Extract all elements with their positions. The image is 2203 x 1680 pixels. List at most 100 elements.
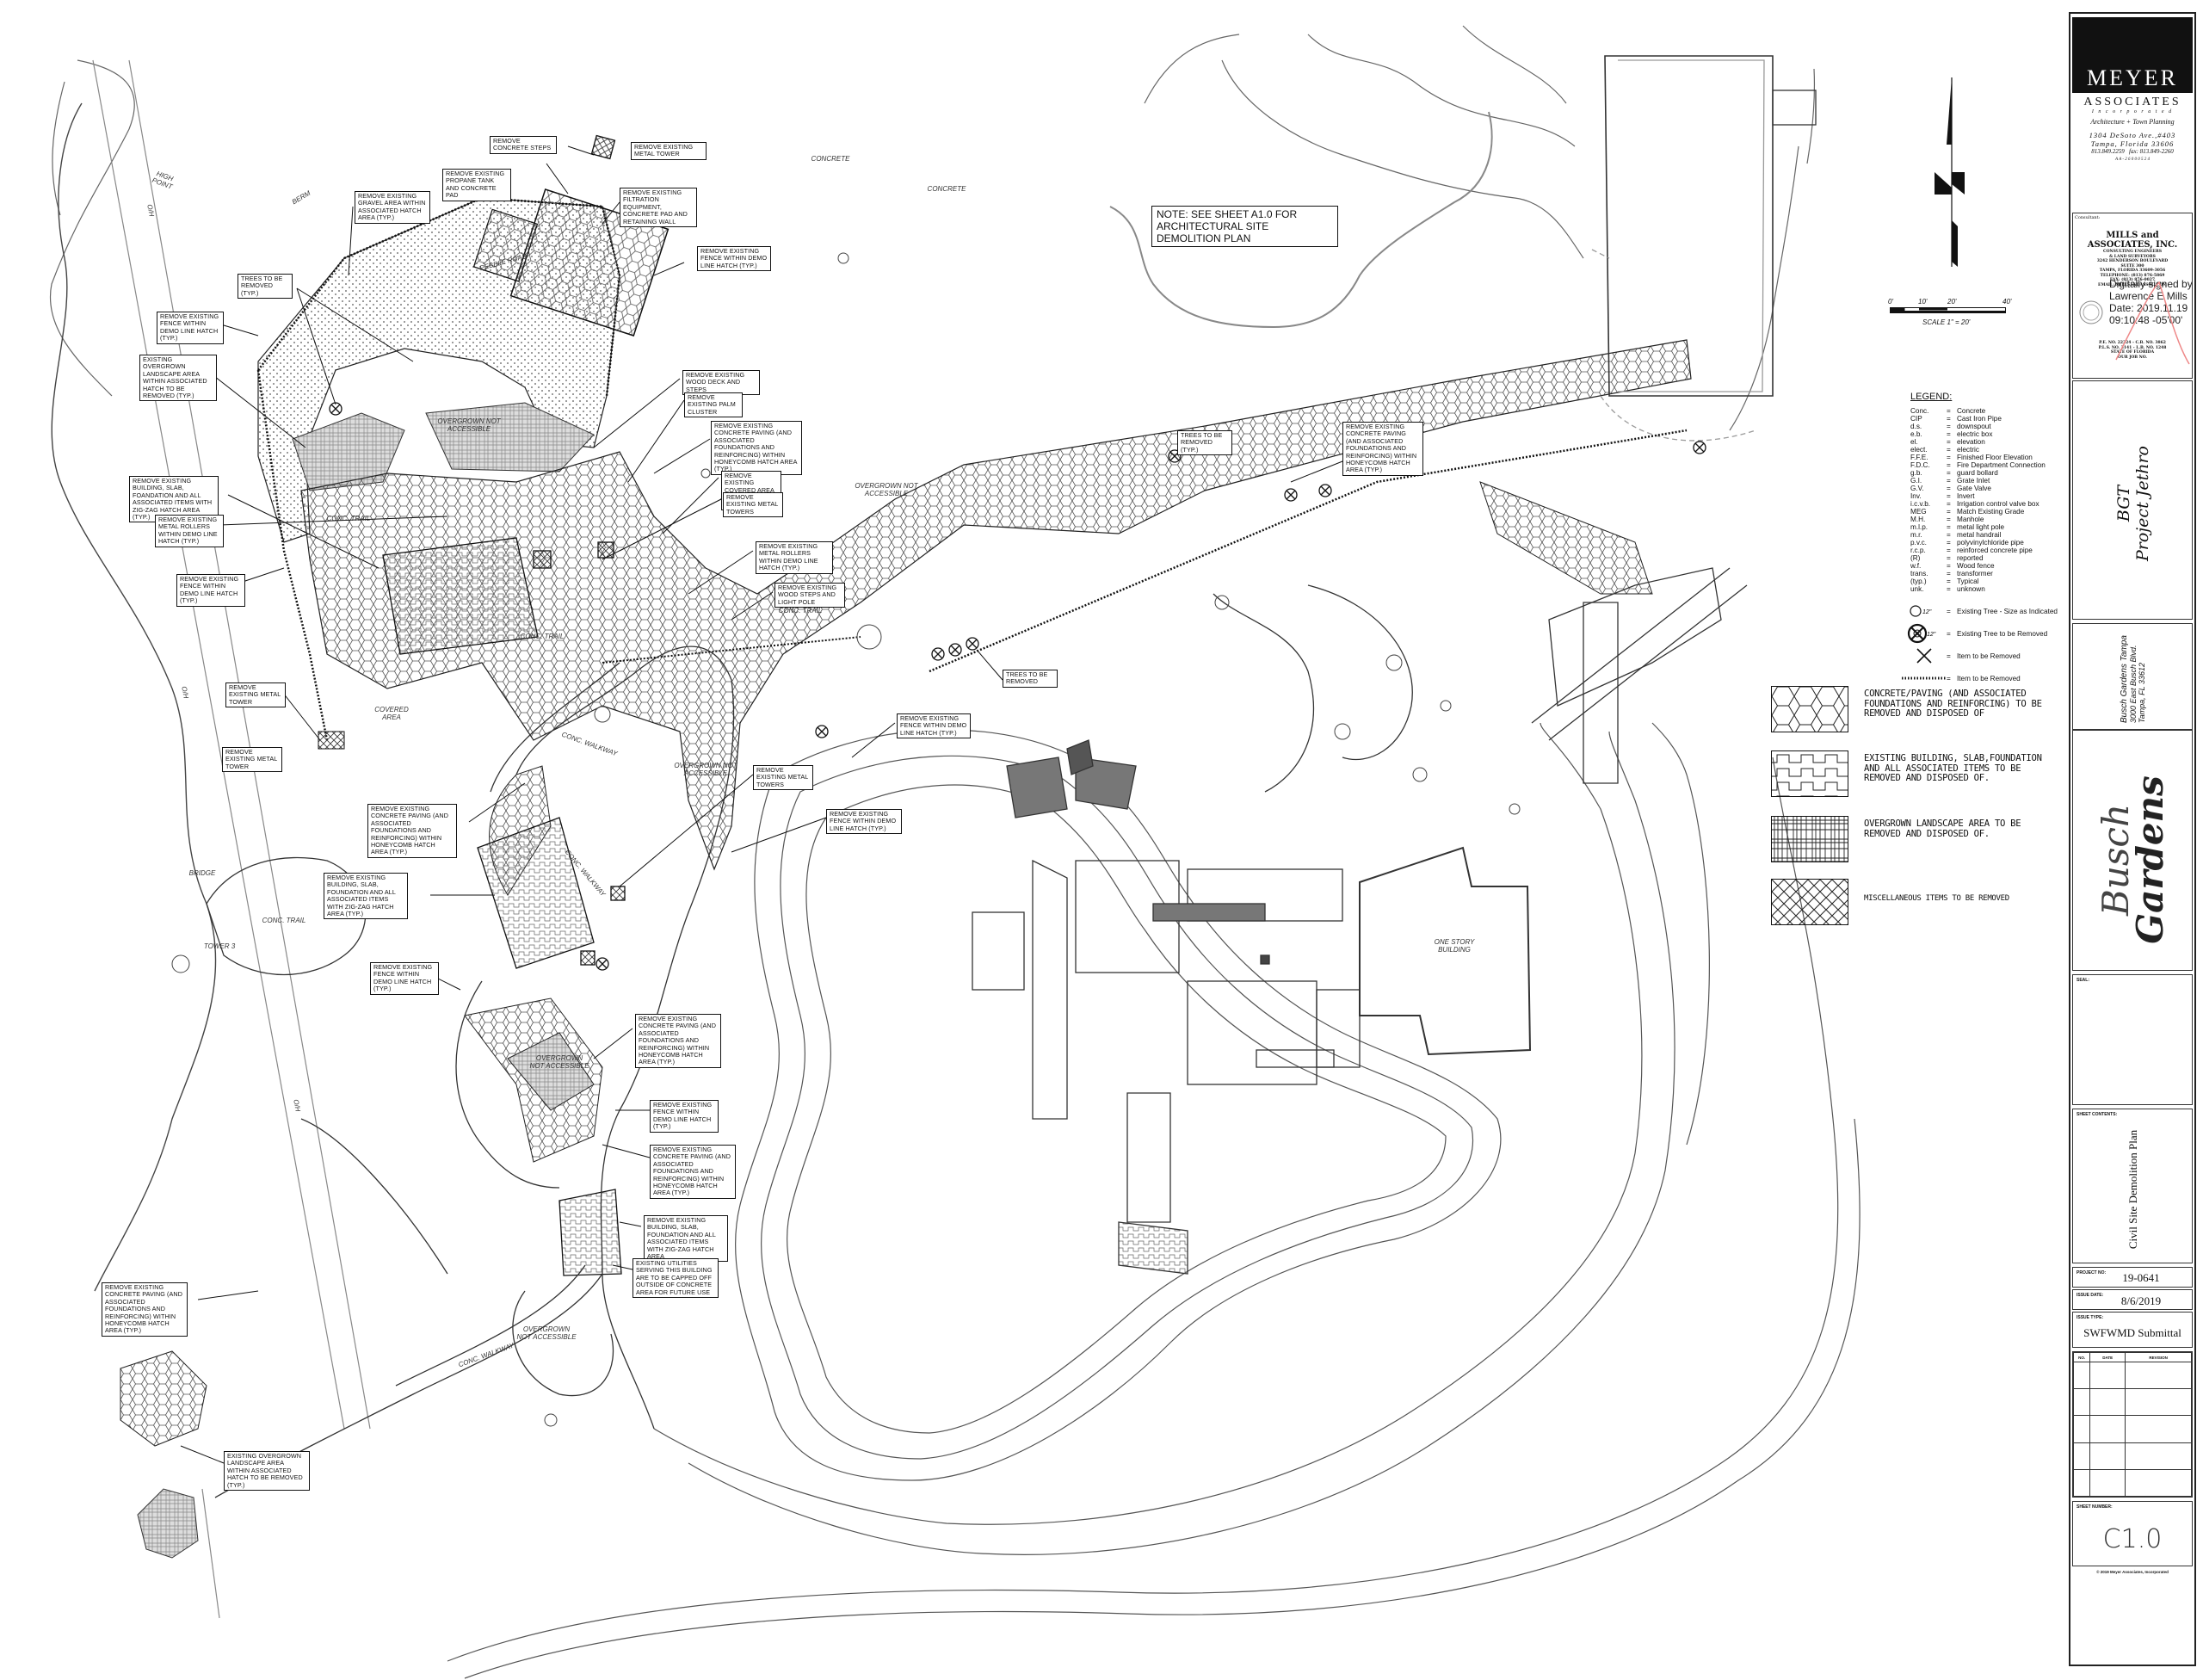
area-label: CONCRETE <box>927 185 966 193</box>
demolition-callout: REMOVE EXISTING WOOD DECK AND STEPS <box>682 370 760 396</box>
legend-definition: transformer <box>1957 570 1993 578</box>
legend-abbr: p.v.c. <box>1910 539 1927 547</box>
demolition-callout: REMOVE EXISTING FENCE WITHIN DEMO LINE H… <box>176 574 245 607</box>
legend-abbr: unk. <box>1910 585 1924 593</box>
legend-row: trans. = transformer <box>1910 570 2058 578</box>
demolition-callout: REMOVE EXISTING METAL TOWERS <box>753 765 813 791</box>
legend-abbr: CIP <box>1910 415 1922 423</box>
legend-abbr: elect. <box>1910 446 1928 454</box>
legend-definition: Finished Floor Elevation <box>1957 454 2033 461</box>
legend-equals: = <box>1947 477 1951 485</box>
area-label: OVERGROWN NOT ACCESSIBLE <box>516 1325 577 1341</box>
project-name: BGT Project Jethro <box>2114 446 2152 562</box>
revision-header: NO. <box>2073 1352 2091 1362</box>
legend-abbr: trans. <box>1910 570 1928 578</box>
legend-row: F.F.E.=Finished Floor Elevation <box>1910 454 2058 461</box>
project-name-block: BGT Project Jethro <box>2072 380 2193 620</box>
legend-equals: = <box>1947 430 1951 438</box>
legend-row: G.V.=Gate Valve <box>1910 485 2058 492</box>
crosshatch-icon <box>1771 879 1848 925</box>
legend-abbr: F.D.C. <box>1910 461 1930 469</box>
legend-equals: = <box>1947 423 1951 430</box>
legend-symbol-row: 12" = Existing Tree - Size as Indicated <box>1902 600 2058 622</box>
area-label: CONC. TRAIL <box>326 515 371 522</box>
legend-equals: = <box>1947 508 1951 516</box>
revision-header: REVISION <box>2125 1352 2192 1362</box>
area-label: OVERGROWN NOT ACCESSIBLE <box>529 1054 589 1070</box>
legend-equals: = <box>1947 485 1951 492</box>
legend-row: unk.=unknown <box>1910 585 2058 593</box>
demolition-callout: REMOVE CONCRETE STEPS <box>490 136 557 154</box>
legend-equals: = <box>1947 570 1951 578</box>
sheet-contents-block: SHEET CONTENTS: Civil Site Demolition Pl… <box>2072 1109 2193 1263</box>
legend-abbr: Conc. <box>1910 407 1929 415</box>
issue-type-block: ISSUE TYPE: SWFWMD Submittal <box>2072 1312 2193 1348</box>
legend-definition: Grate Inlet <box>1957 477 1990 485</box>
legend-abbr: G.V. <box>1910 485 1924 492</box>
demolition-callout: REMOVE EXISTING GRAVEL AREA WITHIN ASSOC… <box>355 191 430 224</box>
svg-text:12": 12" <box>1927 632 1936 638</box>
legend-row: F.D.C.=Fire Department Connection <box>1910 461 2058 469</box>
top-building <box>1604 55 1774 397</box>
demo-line-icon <box>1902 675 1947 682</box>
demolition-callout: REMOVE EXISTING CONCRETE PAVING (AND ASS… <box>102 1282 188 1337</box>
area-label: ONE STORY BUILDING <box>1434 938 1475 954</box>
demolition-callout: REMOVE EXISTING FENCE WITHIN DEMO LINE H… <box>697 246 771 272</box>
legend-equals: = <box>1947 469 1951 477</box>
area-label: TOWER 3 <box>203 942 236 950</box>
legend-definition: Wood fence <box>1957 562 1995 570</box>
signature-mark-icon <box>2115 281 2190 365</box>
one-story-building <box>1359 846 1532 1056</box>
legend-row: Conc.=Concrete <box>1910 407 2058 415</box>
legend-equals: = <box>1947 539 1951 547</box>
consultant-name: MILLS and ASSOCIATES, INC. <box>2087 231 2178 250</box>
legend-row: G.I.=Grate Inlet <box>1910 477 2058 485</box>
legend-row: i.c.v.b.=Irrigation control valve box <box>1910 500 2058 508</box>
shoreline <box>51 102 217 1292</box>
legend-title: LEGEND: <box>1910 392 1953 402</box>
overgrown-area <box>292 412 405 491</box>
legend-abbr: (typ.) <box>1910 578 1927 585</box>
trees-to-be-removed <box>329 402 1706 971</box>
legend-definition: Fire Department Connection <box>1957 461 2046 469</box>
area-label: CONCRETE <box>811 155 850 163</box>
existing-trees <box>171 252 1521 1427</box>
legend-equals: = <box>1947 407 1951 415</box>
firm-tagline: Architecture + Town Planning <box>2090 118 2175 126</box>
legend-definition: Cast Iron Pipe <box>1957 415 2002 423</box>
demolition-callout: REMOVE EXISTING FENCE WITHIN DEMO LINE H… <box>650 1100 719 1133</box>
title-block: MEYER ASSOCIATES I n c o r p o r a t e d… <box>2069 12 2196 1666</box>
legend-row: el.=elevation <box>1910 438 2058 446</box>
issue-date: 8/6/2019 <box>2120 1294 2162 1307</box>
client-block: Busch Gardens Tampa 3000 East Busch Blvd… <box>2072 623 2193 730</box>
legend-equals: = <box>1947 516 1951 523</box>
svg-text:12": 12" <box>1922 609 1932 615</box>
overhead-line <box>92 59 371 1619</box>
legend-equals: = <box>1947 531 1951 539</box>
legend-equals: = <box>1947 554 1951 562</box>
area-label: BRIDGE <box>188 869 216 877</box>
legend-equals: = <box>1947 438 1951 446</box>
leader-lines <box>180 145 1378 1464</box>
consultant-block: Consultant: MILLS and ASSOCIATES, INC. C… <box>2072 213 2193 379</box>
demolition-callout: REMOVE EXISTING METAL TOWER <box>222 747 282 773</box>
firm-phone: 813.849.2259 fax: 813.849-2260 <box>2091 148 2174 155</box>
demolition-callout: REMOVE EXISTING CONCRETE PAVING (AND ASS… <box>635 1014 721 1068</box>
overgrown-area <box>425 402 595 472</box>
area-label: CONC. TRAIL <box>262 917 306 924</box>
legend-definition: Match Existing Grade <box>1957 508 2025 516</box>
demolition-callout: REMOVE EXISTING METAL TOWER <box>225 682 286 708</box>
legend-equals: = <box>1947 492 1951 500</box>
legend-row: m.r.=metal handrail <box>1910 531 2058 539</box>
demolition-callout: REMOVE EXISTING BUILDING, SLAB, FOUNDATI… <box>324 873 408 920</box>
legend-abbr: el. <box>1910 438 1918 446</box>
grid-hatch-icon <box>1771 816 1848 862</box>
legend-definition: downspout <box>1957 423 1991 430</box>
demolition-callout: EXISTING OVERGROWN LANDSCAPE AREA WITHIN… <box>139 355 217 402</box>
legend-row: e.b.=electric box <box>1910 430 2058 438</box>
demolition-callout: REMOVE EXISTING METAL TOWERS <box>723 492 783 518</box>
x-mark-icon <box>1902 647 1947 664</box>
demolition-callout: REMOVE EXISTING WOOD STEPS AND LIGHT POL… <box>774 583 845 608</box>
scale-tick: 20' <box>1947 298 1957 306</box>
